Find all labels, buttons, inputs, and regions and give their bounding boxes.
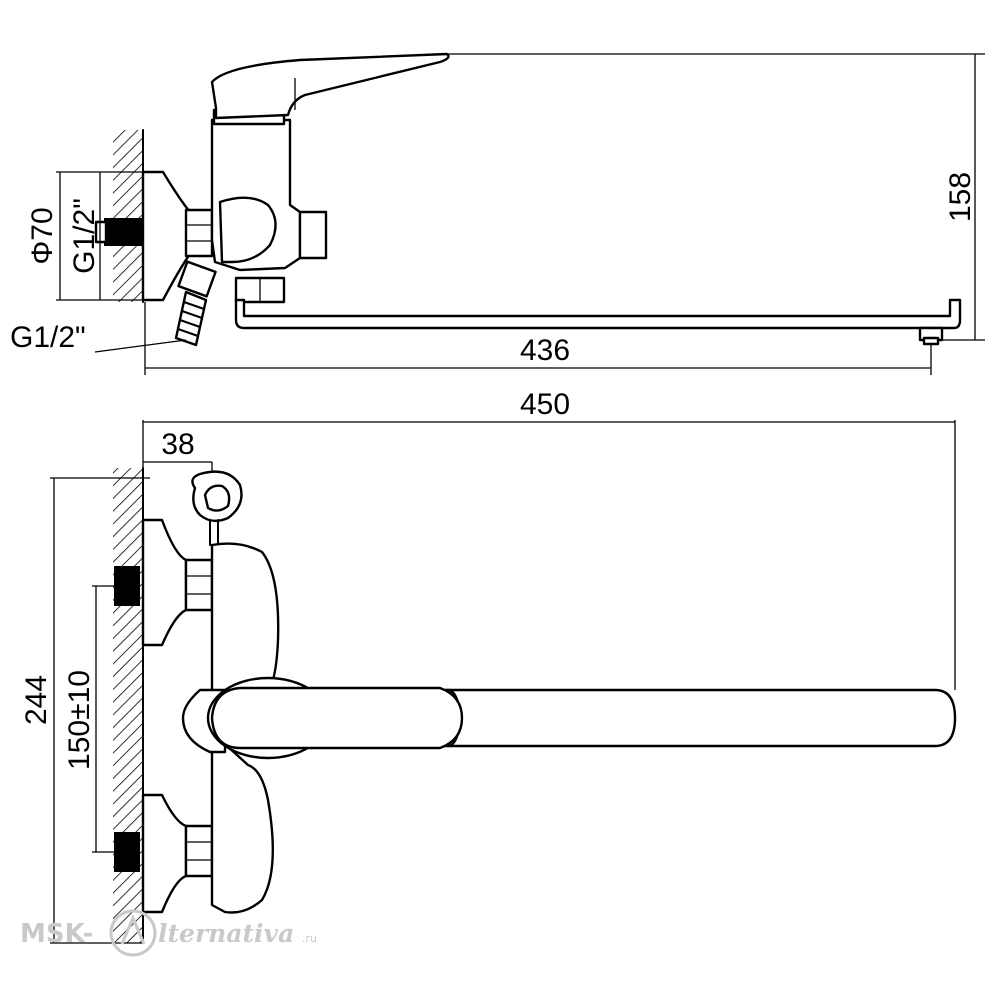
dim-label-436: 436 — [520, 334, 570, 367]
spout-side — [234, 298, 962, 330]
wall-hatch-top — [113, 130, 143, 302]
eccentric-thread-end — [94, 220, 108, 244]
watermark-left: MSK- — [20, 919, 93, 949]
leader-hose-thread — [94, 339, 187, 353]
dim-label-thread-hose: G1/2" — [10, 321, 86, 354]
dim-label-158: 158 — [944, 172, 977, 222]
upper-union-nut — [184, 558, 214, 612]
watermark-right: lternativa — [158, 919, 294, 948]
upper-flange-bottom — [141, 518, 188, 647]
hose-nipple-ribs — [177, 301, 205, 337]
side-elevation-view: 158 Φ70 G1/2" G1/2" 436 — [10, 52, 985, 375]
front-view: 450 38 — [20, 388, 957, 944]
dim-label-thread-top: G1/2" — [68, 198, 101, 274]
eccentric-thread — [104, 218, 144, 246]
watermark-logo: MSK- lternativa .ru — [20, 909, 317, 957]
watermark-suffix: .ru — [302, 932, 317, 945]
lower-union-nut — [184, 824, 214, 878]
outlet-nut-side — [298, 210, 328, 260]
union-nut-top — [184, 208, 214, 258]
diverter-knob-side — [218, 196, 277, 264]
lever-handle-side — [210, 52, 450, 120]
hose-nut-top — [177, 260, 217, 298]
lower-flange-bottom — [141, 793, 188, 914]
dim-label-244: 244 — [20, 675, 53, 725]
dim-label-150: 150±10 — [63, 670, 96, 770]
dim-label-450: 450 — [520, 388, 570, 421]
dim-label-diameter: Φ70 — [26, 207, 59, 264]
watermark-emblem — [109, 909, 157, 957]
dim-label-38: 38 — [161, 428, 194, 461]
spout-front — [326, 688, 957, 748]
